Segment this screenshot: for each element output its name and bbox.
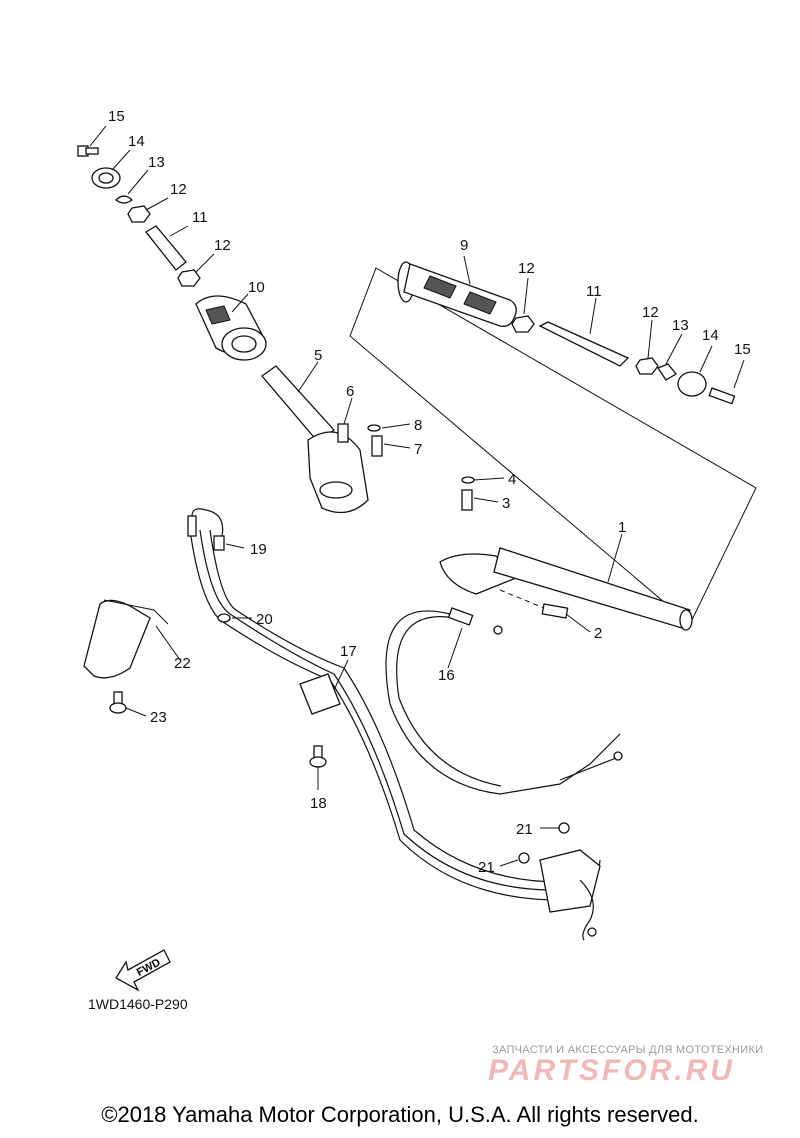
nut-12-left-b (177, 269, 201, 287)
callout-3: 3 (502, 495, 510, 512)
callout-7: 7 (414, 441, 422, 458)
washer-8 (367, 424, 381, 432)
nut-12-right-b (635, 357, 659, 375)
bracket-21 (518, 822, 601, 941)
callout-15: 15 (734, 341, 751, 358)
handlebar-1-right (439, 547, 693, 631)
bolt-7 (371, 435, 383, 457)
callout-15: 15 (108, 108, 125, 125)
callout-5: 5 (314, 347, 322, 364)
callout-19: 19 (250, 541, 267, 558)
washer-4 (461, 476, 475, 484)
fwd-label: FWD (135, 956, 163, 978)
callout-20: 20 (256, 611, 273, 628)
watermark-tagline: ЗАПЧАСТИ И АКСЕССУАРЫ ДЛЯ МОТОТЕХНИКИ (492, 1044, 764, 1056)
callout-12: 12 (642, 304, 659, 321)
callout-21: 21 (516, 821, 533, 838)
callout-12: 12 (518, 260, 535, 277)
callout-13: 13 (672, 317, 689, 334)
callout-16: 16 (438, 667, 455, 684)
bolt-15-right (708, 387, 736, 405)
bolt-2 (541, 603, 569, 619)
copyright-notice: ©2018 Yamaha Motor Corporation, U.S.A. A… (101, 1102, 699, 1127)
callout-23: 23 (150, 709, 167, 726)
callout-6: 6 (346, 383, 354, 400)
callout-17: 17 (340, 643, 357, 660)
callout-4: 4 (508, 471, 516, 488)
grip-9-right (397, 261, 517, 327)
clip-13-left (115, 195, 133, 204)
guide-17 (299, 673, 341, 715)
leader-lines (89, 125, 745, 867)
bolt-18 (309, 745, 327, 768)
rod-11-left (145, 225, 187, 271)
callout-14: 14 (128, 133, 145, 150)
grip-10-left (195, 295, 267, 361)
fwd-arrow-icon: FWD (115, 949, 171, 992)
callout-1: 1 (618, 519, 626, 536)
cable-end-16 (447, 607, 503, 635)
watermark-logo: PARTSFOR.RU (488, 1054, 735, 1087)
callout-22: 22 (174, 655, 191, 672)
callout-11: 11 (586, 283, 602, 300)
callout-12: 12 (170, 181, 187, 198)
clip-13-right (657, 363, 677, 381)
nut-12-left-a (127, 205, 151, 223)
screw-20 (217, 613, 231, 623)
cable-16 (385, 610, 621, 795)
callout-9: 9 (460, 237, 468, 254)
switch-19 (187, 508, 225, 551)
bolt-6 (337, 423, 349, 443)
bolt-23 (109, 691, 127, 714)
callout-12: 12 (214, 237, 231, 254)
callout-21: 21 (478, 859, 495, 876)
handlebar-5-left (261, 365, 369, 514)
bolt-3 (461, 489, 473, 511)
diagram-code: 1WD1460-P290 (88, 996, 188, 1012)
callout-8: 8 (414, 417, 422, 434)
callout-2: 2 (594, 625, 602, 642)
callout-18: 18 (310, 795, 327, 812)
bolt-15-left (77, 145, 99, 157)
callout-11: 11 (192, 209, 208, 226)
callout-10: 10 (248, 279, 265, 296)
weight-14-right (677, 371, 707, 397)
callout-14: 14 (702, 327, 719, 344)
weight-14-left (91, 167, 121, 189)
holder-22 (83, 599, 169, 679)
callout-13: 13 (148, 154, 165, 171)
nut-12-right-a (511, 315, 535, 333)
rod-11-right (538, 321, 630, 367)
